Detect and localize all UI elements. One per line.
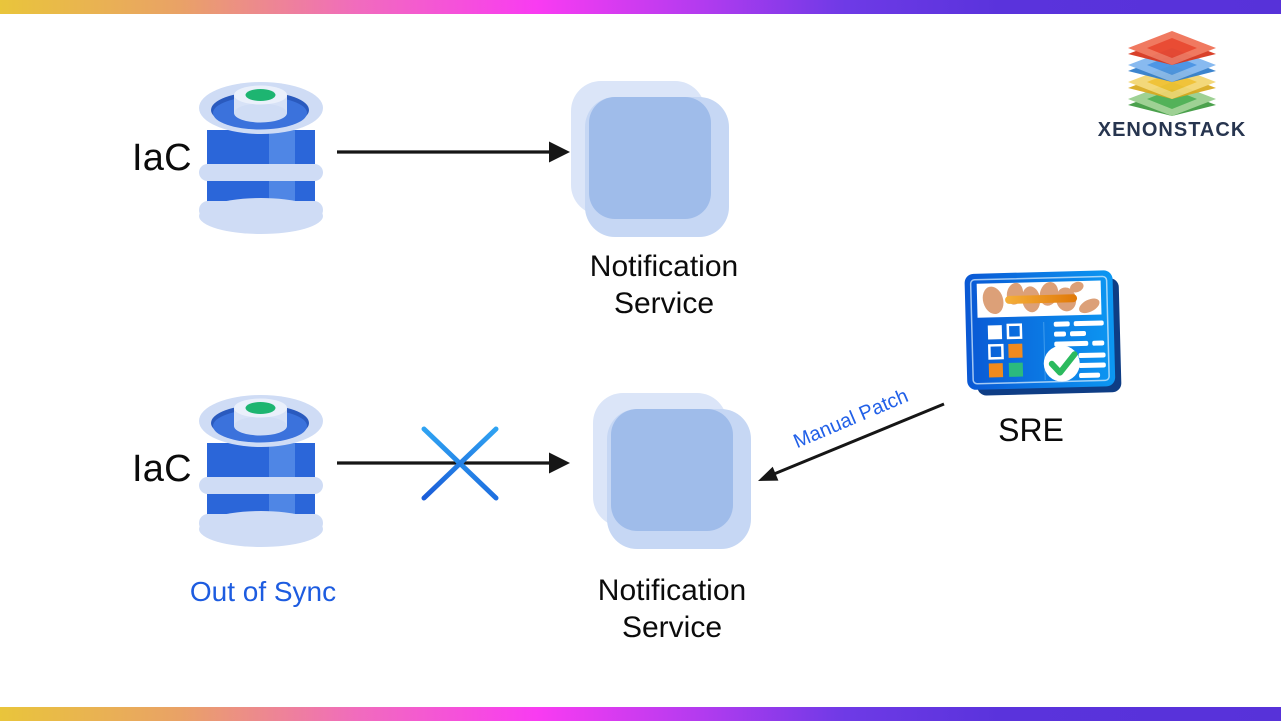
top-flow-arrow <box>337 141 570 163</box>
arrowhead-icon <box>758 466 779 481</box>
check-badge-icon <box>1043 345 1080 382</box>
notification-service-label-bottom: Notification Service <box>597 574 747 644</box>
dashboard-monitor-icon <box>964 270 1122 396</box>
tile-grid <box>987 323 1024 378</box>
database-icon-bottom <box>197 393 325 554</box>
logo-wordmark: XENONSTACK <box>1097 119 1247 141</box>
arrowhead-icon <box>549 141 570 163</box>
database-green-cap <box>245 89 276 101</box>
bottom-gradient-bar <box>0 707 1281 721</box>
header-orange-bar <box>1005 294 1078 304</box>
manual-patch-label: Manual Patch <box>790 384 912 454</box>
bottom-flow-arrow <box>337 452 570 474</box>
iac-label-top: IaC <box>132 137 192 179</box>
xenonstack-layers-icon <box>1128 31 1216 116</box>
arrowhead-icon <box>549 452 570 474</box>
stacked-square-front-icon <box>589 97 711 219</box>
out-of-sync-cross-icon <box>421 426 499 501</box>
database-green-cap <box>245 402 276 414</box>
notification-service-label-top: Notification Service <box>589 250 739 320</box>
header-banner <box>976 280 1102 318</box>
database-icon-top <box>197 80 325 241</box>
database-cylinder-icon <box>199 395 323 547</box>
database-cylinder-icon <box>199 82 323 234</box>
notification-service-node-top <box>571 81 731 239</box>
sre-label: SRE <box>998 412 1064 448</box>
top-gradient-bar <box>0 0 1281 14</box>
sre-dashboard-icon <box>962 266 1126 407</box>
out-of-sync-label: Out of Sync <box>189 576 337 607</box>
stacked-square-front-icon <box>611 409 733 531</box>
text-lines <box>1053 320 1106 379</box>
logo-layer-red <box>1128 31 1216 65</box>
xenonstack-logo: XENONSTACK <box>1090 30 1254 142</box>
iac-label-bottom: IaC <box>132 448 192 490</box>
notification-service-node-bottom <box>593 393 753 551</box>
